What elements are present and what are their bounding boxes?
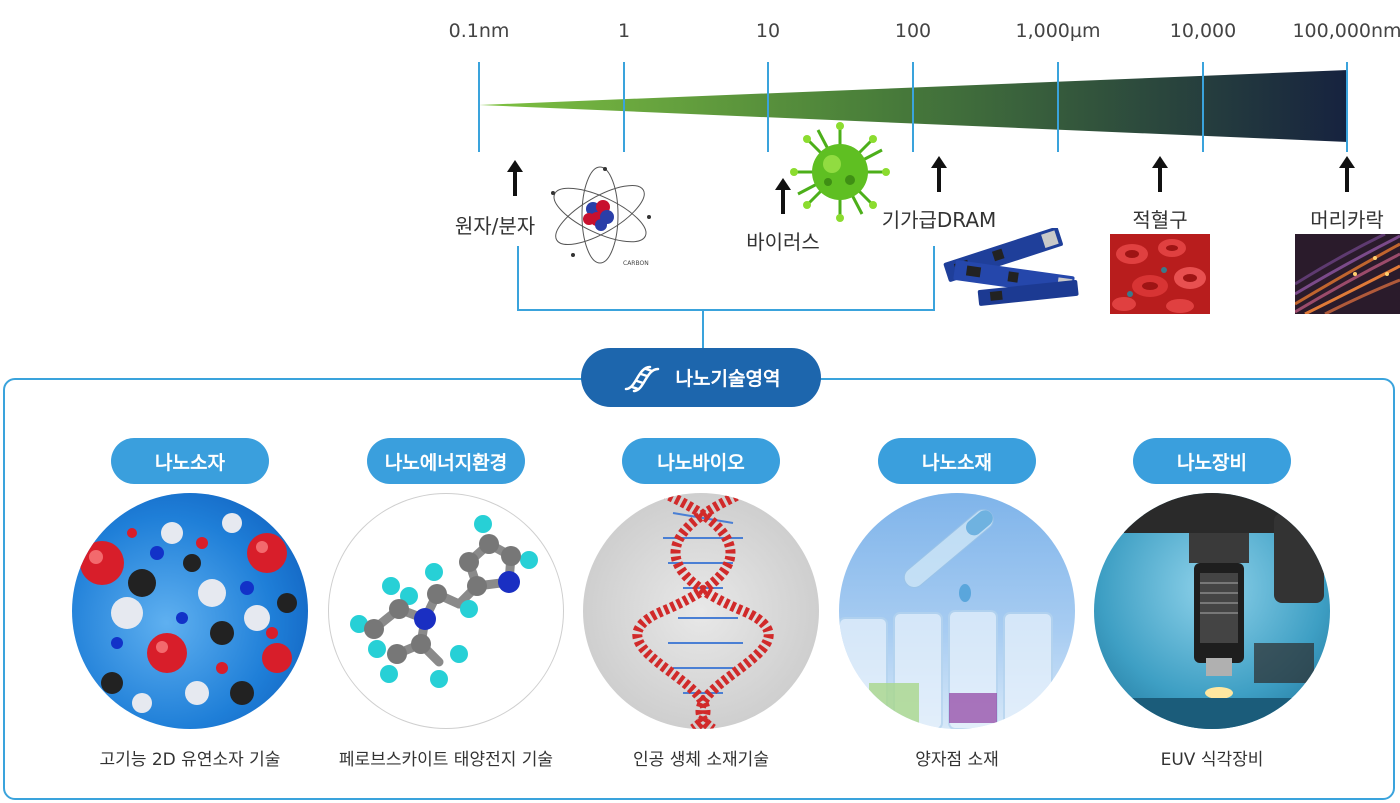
tick-line-6 [1346, 62, 1348, 152]
arrow-up-icon [505, 160, 525, 196]
dna-helix-icon [583, 493, 819, 729]
tick-label-6: 100,000nm [1292, 20, 1400, 42]
tick-label-1: 1 [617, 20, 631, 42]
category-badge-bio: 나노바이오 [622, 438, 780, 484]
object-label-virus: 바이러스 [746, 230, 820, 254]
arrow-up-icon [773, 178, 793, 214]
range-bracket [517, 246, 935, 350]
category-badge-energy: 나노에너지환경 [367, 438, 525, 484]
tick-label-3: 100 [894, 20, 932, 42]
test-tube-icon [839, 493, 1075, 729]
tick-line-3 [912, 62, 914, 152]
arrow-up-icon [1337, 156, 1357, 192]
object-label-atom: 원자/분자 [454, 214, 536, 238]
category-badge-device: 나노소자 [111, 438, 269, 484]
tick-line-1 [623, 62, 625, 152]
object-label-dram: 기가급DRAM [881, 208, 997, 232]
dna-icon [624, 365, 659, 392]
tick-label-4: 1,000µm [1015, 20, 1101, 42]
arrow-up-icon [929, 156, 949, 192]
tick-line-2 [767, 62, 769, 152]
object-label-hair: 머리카락 [1310, 208, 1384, 232]
circuit-board-icon [943, 228, 1079, 306]
hair-strand-icon [1295, 234, 1400, 314]
nano-area-badge: 나노기술영역 [581, 348, 821, 407]
tick-label-0: 0.1nm [448, 20, 510, 42]
scale-wedge [479, 70, 1348, 142]
tick-line-0 [478, 62, 480, 152]
tick-line-5 [1202, 62, 1204, 152]
category-desc-equipment: EUV 식각장비 [1160, 750, 1264, 770]
tick-label-5: 10,000 [1169, 20, 1237, 42]
category-badge-equipment: 나노장비 [1133, 438, 1291, 484]
atom-caption: CARBON [623, 260, 649, 267]
molecule-model-icon [328, 493, 564, 729]
category-desc-energy: 페로브스카이트 태양전지 기술 [338, 750, 554, 770]
virus-icon [790, 122, 890, 222]
red-blood-cell-icon [1110, 234, 1210, 314]
molecules-icon [72, 493, 308, 729]
tick-label-2: 10 [755, 20, 781, 42]
microscope-icon [1094, 493, 1330, 729]
tick-line-4 [1057, 62, 1059, 152]
category-badge-material: 나노소재 [878, 438, 1036, 484]
object-label-rbc: 적혈구 [1132, 208, 1188, 232]
category-desc-device: 고기능 2D 유연소자 기술 [99, 750, 281, 770]
arrow-up-icon [1150, 156, 1170, 192]
nano-area-title: 나노기술영역 [675, 368, 781, 390]
category-desc-material: 양자점 소재 [915, 750, 999, 770]
atom-icon: CARBON [551, 166, 651, 267]
category-desc-bio: 인공 생체 소재기술 [633, 750, 769, 770]
